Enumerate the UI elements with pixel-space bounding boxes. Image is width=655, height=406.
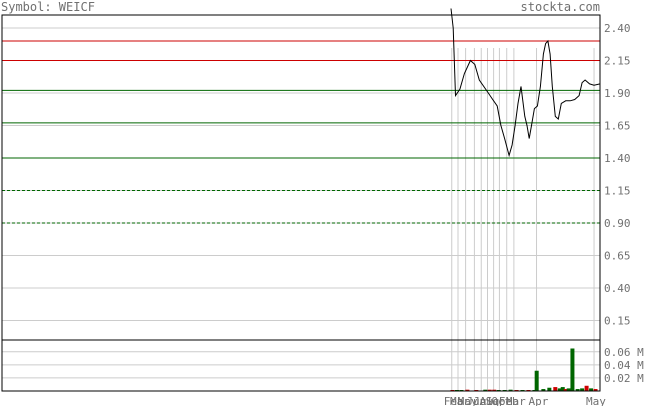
site-label: stockta.com bbox=[520, 0, 600, 14]
month-label: Sep bbox=[486, 395, 506, 406]
price-tick-label: 2.40 bbox=[604, 22, 631, 35]
volume-bar bbox=[487, 389, 492, 391]
volume-grid bbox=[2, 351, 600, 379]
month-label: Feb bbox=[444, 395, 464, 406]
volume-bar bbox=[541, 389, 546, 391]
month-label: May bbox=[458, 395, 478, 406]
volume-bar bbox=[593, 389, 598, 391]
price-tick-label: 0.65 bbox=[604, 250, 631, 263]
price-axis-ticks: 2.40 2.15 1.90 1.65 1.40 1.15 0.90 0.65 0.40 0.15 bbox=[604, 22, 631, 328]
volume-bar bbox=[560, 387, 565, 391]
volume-bar bbox=[589, 388, 594, 391]
price-grid bbox=[2, 27, 600, 321]
price-tick-label: 0.90 bbox=[604, 217, 631, 230]
volume-bar bbox=[508, 389, 513, 391]
volume-tick-label: 0.02 M bbox=[604, 372, 644, 385]
volume-panel-frame bbox=[1, 339, 601, 392]
volume-bar bbox=[563, 389, 568, 391]
price-series bbox=[450, 8, 601, 158]
volume-bar bbox=[584, 385, 589, 391]
volume-bar bbox=[566, 388, 571, 391]
price-tick-label: 0.40 bbox=[604, 282, 631, 295]
volume-bar bbox=[547, 387, 552, 391]
month-label: Feb bbox=[499, 395, 519, 406]
symbol-label: Symbol: WEICF bbox=[1, 0, 95, 14]
volume-bar bbox=[534, 370, 539, 391]
volume-tick-label: 0.06 M bbox=[604, 346, 644, 359]
volume-bar bbox=[580, 388, 585, 391]
month-label: Aug bbox=[480, 395, 500, 406]
price-tick-label: 1.15 bbox=[604, 185, 631, 198]
month-label: Mar bbox=[506, 395, 526, 406]
month-label: Mar bbox=[450, 395, 470, 406]
volume-series bbox=[450, 348, 598, 391]
price-panel-frame bbox=[1, 14, 601, 341]
support-resistance-levels bbox=[2, 40, 600, 224]
price-tick-label: 2.15 bbox=[604, 55, 631, 68]
price-tick-label: 1.90 bbox=[604, 87, 631, 100]
month-label: Oct bbox=[491, 395, 511, 406]
volume-bar bbox=[575, 389, 580, 391]
month-label: Apr bbox=[529, 395, 549, 406]
month-label: Jul bbox=[473, 395, 493, 406]
month-grid bbox=[451, 48, 595, 391]
volume-bar bbox=[553, 387, 558, 391]
volume-bar bbox=[465, 389, 470, 391]
volume-tick-label: 0.04 M bbox=[604, 359, 644, 372]
month-label: May bbox=[586, 395, 606, 406]
price-tick-label: 1.65 bbox=[604, 120, 631, 133]
month-label: Jun bbox=[466, 395, 486, 406]
price-tick-label: 1.40 bbox=[604, 152, 631, 165]
price-line bbox=[450, 8, 601, 158]
volume-bar bbox=[483, 389, 488, 391]
price-tick-label: 0.15 bbox=[604, 315, 631, 328]
volume-bar bbox=[570, 348, 575, 391]
volume-bar bbox=[557, 388, 562, 391]
volume-bar bbox=[492, 389, 497, 391]
volume-axis-ticks: 0.06 M0.04 M0.02 M bbox=[604, 346, 644, 385]
